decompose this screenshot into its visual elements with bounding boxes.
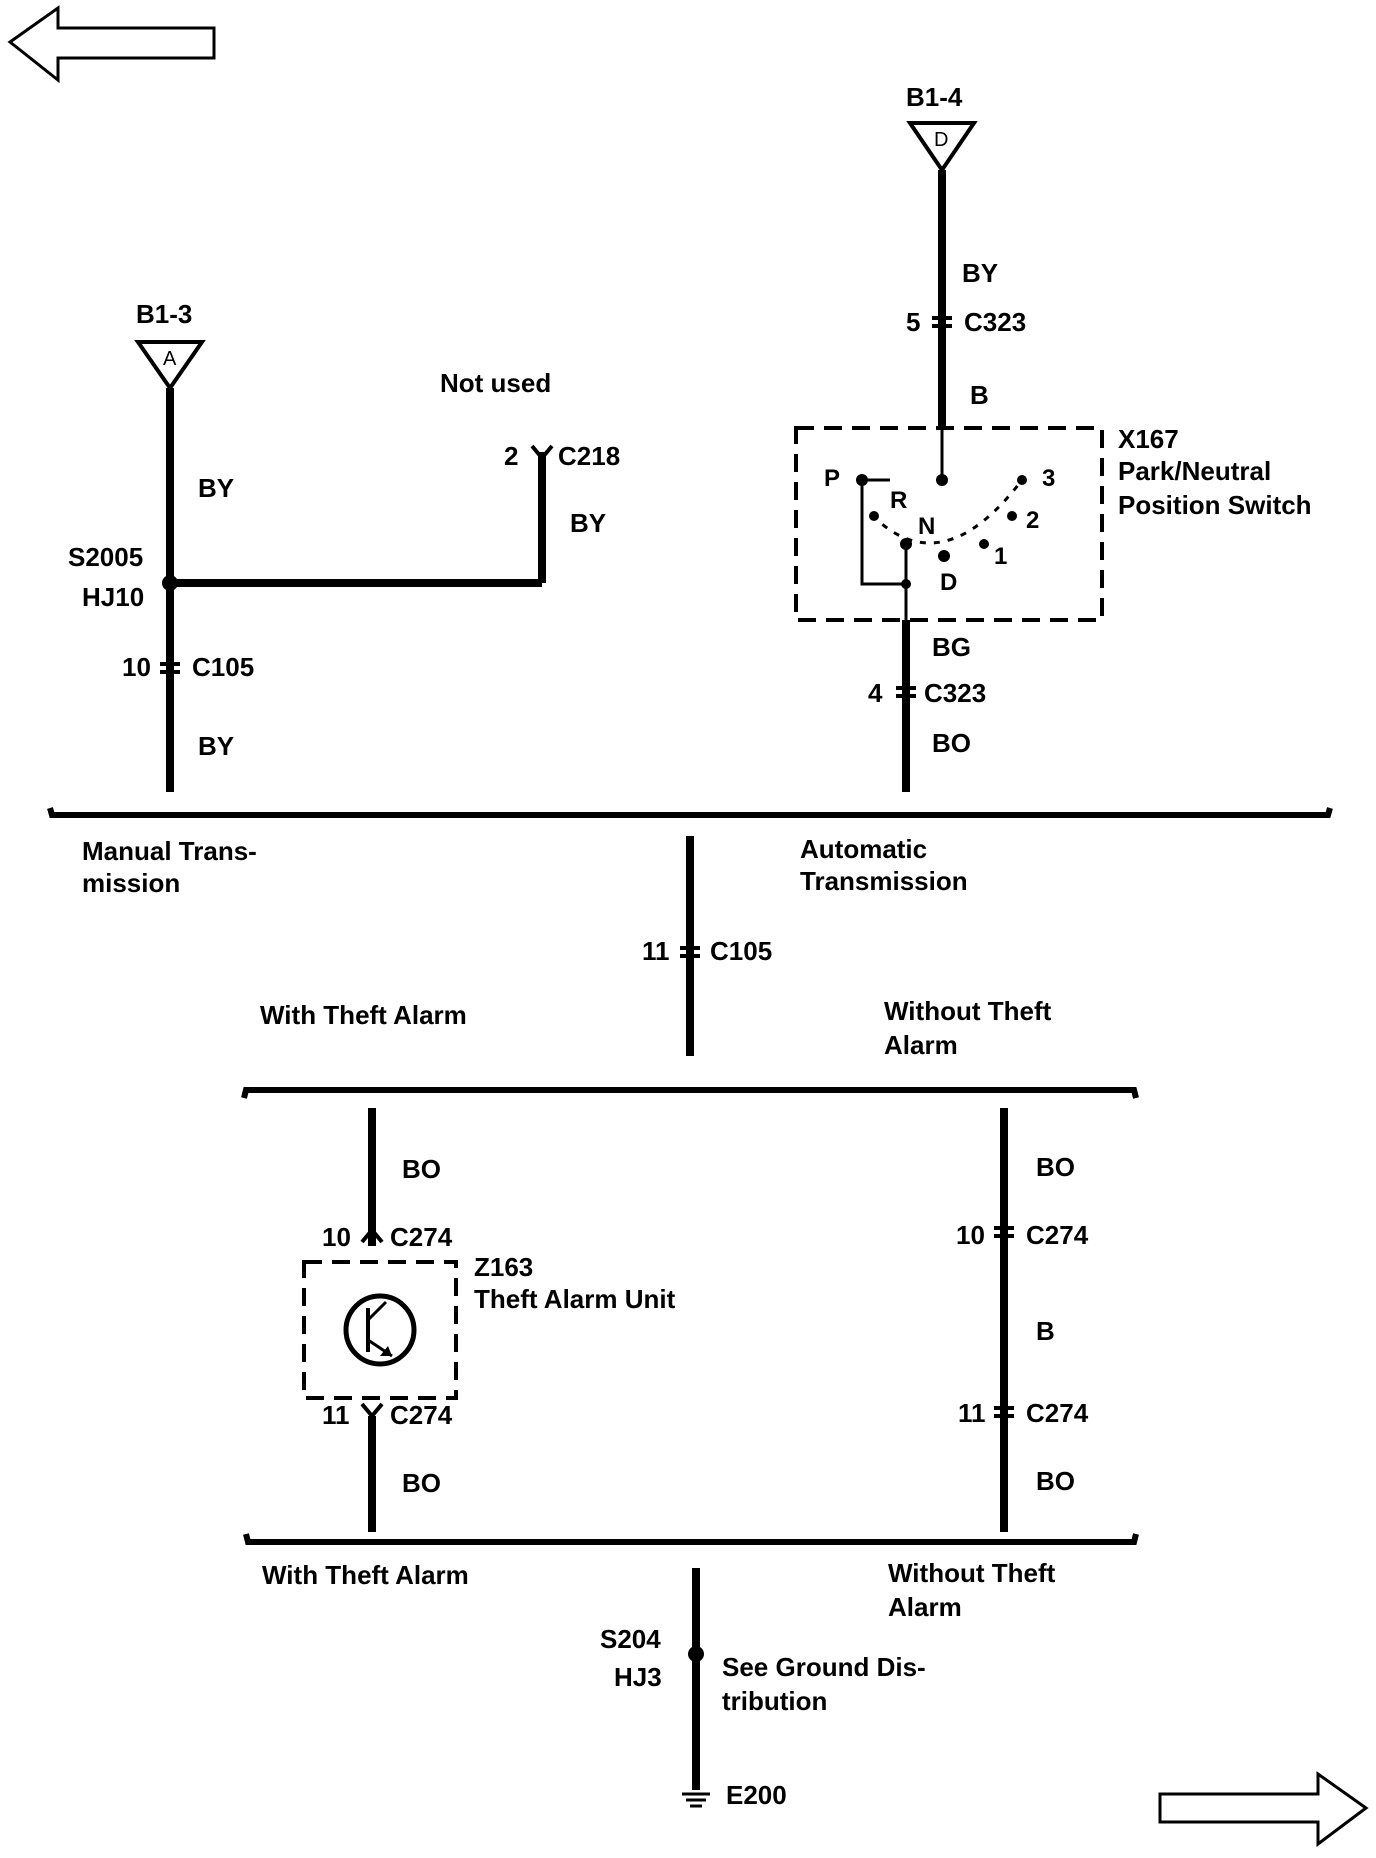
right-connector-c323-bottom-icon <box>896 686 916 698</box>
without-alarm-top-line1: Without Theft <box>884 996 1052 1026</box>
left-connector-c105-icon <box>160 662 180 674</box>
with-alarm-pin-bottom: 11 <box>322 1400 350 1430</box>
center-connector-c105-icon <box>680 946 700 958</box>
ground-splice-dot <box>688 1646 704 1662</box>
right-wire-top-color: BY <box>962 258 998 288</box>
with-alarm-conn-top-id: C274 <box>390 1222 453 1252</box>
right-source-label: B1-4 <box>906 82 963 112</box>
center-conn-pin: 11 <box>642 936 670 966</box>
theft-alarm-unit-name: Theft Alarm Unit <box>474 1284 676 1314</box>
left-conn-id: C105 <box>192 652 254 682</box>
switch-pos-2: 2 <box>1026 507 1039 534</box>
switch-r-contact <box>869 511 879 521</box>
right-conn-bottom-pin: 4 <box>868 678 883 708</box>
ground-splice-harness: HJ3 <box>614 1662 662 1692</box>
without-alarm-conn-bottom-id: C274 <box>1026 1398 1089 1428</box>
right-conn-top-id: C323 <box>964 307 1026 337</box>
without-alarm-conn-top-id: C274 <box>1026 1220 1089 1250</box>
right-wire-bo-color: BO <box>932 728 971 758</box>
right-connector-c323-top-icon <box>932 316 952 328</box>
left-source-label: B1-3 <box>136 299 192 329</box>
left-wire-top-color: BY <box>198 473 234 503</box>
without-alarm-top-line2: Alarm <box>884 1030 958 1060</box>
center-conn-id: C105 <box>710 936 772 966</box>
switch-pos-1: 1 <box>994 543 1007 570</box>
switch-2-contact <box>1007 511 1017 521</box>
without-alarm-conn-top-icon <box>994 1226 1014 1238</box>
next-page-arrow-icon[interactable] <box>1158 1771 1369 1847</box>
right-conn-bottom-id: C323 <box>924 678 986 708</box>
ground-symbol-icon <box>682 1792 710 1808</box>
c218-pin: 2 <box>504 441 518 471</box>
left-wire-bottom-color: BY <box>198 731 234 761</box>
ground-id: E200 <box>726 1780 787 1810</box>
with-alarm-pin-top: 10 <box>322 1222 351 1252</box>
switch-common-dot <box>936 474 948 486</box>
transmission-option-bus <box>47 807 1333 818</box>
not-used-label: Not used <box>440 368 551 398</box>
switch-1-contact <box>979 539 989 549</box>
with-alarm-conn-bottom-id: C274 <box>390 1400 453 1430</box>
park-neutral-switch-box <box>794 426 1104 622</box>
switch-pos-r: R <box>890 487 907 514</box>
without-alarm-bottom-line1: Without Theft <box>888 1558 1056 1588</box>
switch-pos-n: N <box>918 513 935 540</box>
auto-trans-line2: Transmission <box>800 866 968 896</box>
ground-note-line1: See Ground Dis- <box>722 1652 926 1682</box>
right-source-triangle-icon <box>906 121 978 174</box>
with-alarm-bottom-label: With Theft Alarm <box>262 1560 469 1590</box>
switch-output-dot <box>901 579 911 589</box>
without-alarm-conn-bottom-icon <box>994 1406 1014 1418</box>
left-splice-harness: HJ10 <box>82 582 144 612</box>
without-alarm-bottom-line2: Alarm <box>888 1592 962 1622</box>
switch-pos-d: D <box>940 569 957 596</box>
ground-note-line2: tribution <box>722 1686 827 1716</box>
right-wire-bg-color: BG <box>932 632 971 662</box>
manual-trans-line2: mission <box>82 868 180 898</box>
manual-trans-line1: Manual Trans- <box>82 836 257 866</box>
c218-connector-icon <box>530 444 554 462</box>
theft-alarm-unit-box <box>302 1260 458 1400</box>
switch-pos-p: P <box>824 465 840 492</box>
left-splice-id: S2005 <box>68 542 143 572</box>
switch-name-line1: Park/Neutral <box>1118 456 1271 486</box>
with-alarm-conn-bottom-icon <box>360 1402 384 1420</box>
switch-name-line2: Position Switch <box>1118 490 1312 520</box>
right-conn-top-pin: 5 <box>906 307 920 337</box>
with-alarm-wire-top-color: BO <box>402 1154 441 1184</box>
with-alarm-wire-bottom-color: BO <box>402 1468 441 1498</box>
left-source-triangle-icon <box>134 340 206 392</box>
left-source-letter: A <box>163 348 177 370</box>
prev-page-arrow-icon[interactable] <box>7 5 216 84</box>
auto-trans-line1: Automatic <box>800 834 927 864</box>
alarm-option-bus-bottom <box>243 1533 1139 1545</box>
with-alarm-top-label: With Theft Alarm <box>260 1000 467 1030</box>
switch-d-contact <box>938 550 950 562</box>
switch-id: X167 <box>1118 424 1179 454</box>
without-alarm-wire-mid-color: B <box>1036 1316 1055 1346</box>
switch-p-link <box>860 480 906 586</box>
without-alarm-wire-top-color: BO <box>1036 1152 1075 1182</box>
transistor-icon <box>343 1293 417 1367</box>
without-alarm-pin-bottom: 11 <box>958 1398 986 1428</box>
with-alarm-conn-top-icon <box>360 1226 384 1244</box>
theft-alarm-unit-id: Z163 <box>474 1252 533 1282</box>
right-wire-mid-color: B <box>970 380 989 410</box>
right-source-letter: D <box>934 129 948 151</box>
c218-wire-color: BY <box>570 508 606 538</box>
without-alarm-wire-bottom-color: BO <box>1036 1466 1075 1496</box>
without-alarm-pin-top: 10 <box>956 1220 985 1250</box>
ground-splice-id: S204 <box>600 1624 661 1654</box>
c218-id: C218 <box>558 441 620 471</box>
left-conn-pin: 10 <box>122 652 151 682</box>
alarm-option-bus-top <box>241 1087 1139 1099</box>
switch-pos-3: 3 <box>1042 465 1055 492</box>
switch-3-contact <box>1017 475 1027 485</box>
